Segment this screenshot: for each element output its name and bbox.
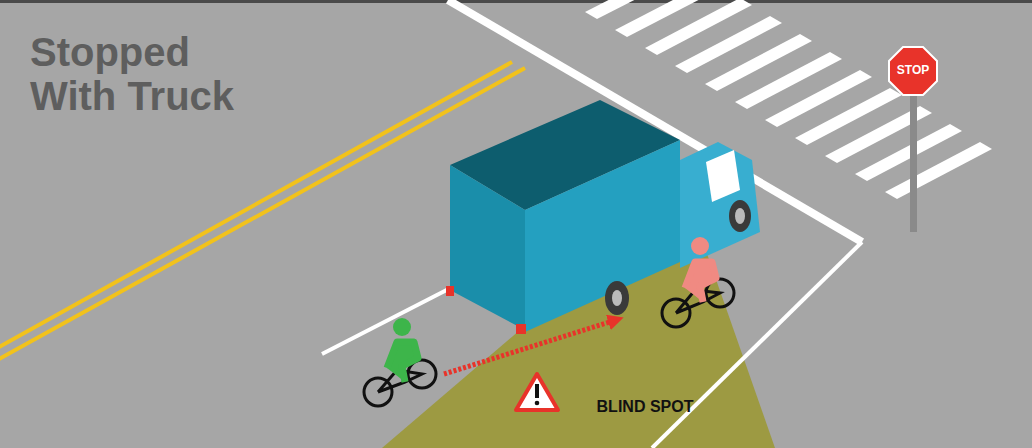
truck-side	[525, 140, 680, 332]
wheel-hub	[735, 208, 745, 224]
bike-lane-line	[652, 242, 862, 448]
truck-wheel	[605, 281, 629, 315]
rider-body	[387, 342, 418, 382]
frame-edge	[0, 0, 1032, 3]
tail-light	[446, 286, 454, 296]
truck-window	[706, 150, 740, 202]
truck-rear	[450, 165, 525, 330]
exclamation-bar	[535, 384, 539, 398]
truck-cab	[680, 142, 760, 268]
warning-symbol	[516, 374, 558, 410]
sign-pole	[910, 96, 917, 232]
tail-light	[516, 324, 526, 334]
truck-wheel	[729, 200, 751, 232]
exclamation-dot	[535, 401, 540, 406]
cyclist-in-blind-spot	[662, 237, 734, 327]
rider-head	[393, 318, 411, 336]
title-text: Stopped With Truck	[30, 30, 255, 118]
rider-body	[685, 262, 716, 302]
wheel-hub	[612, 290, 622, 306]
movement-arrow	[444, 320, 616, 374]
crosswalk-stripe	[885, 142, 992, 199]
cyclist-behind-truck	[364, 318, 436, 406]
warning-triangle	[516, 374, 558, 410]
rider-head	[691, 237, 709, 255]
box-truck	[446, 100, 760, 334]
zone-label: BLIND SPOT	[590, 398, 700, 416]
sign-text: STOP	[883, 63, 943, 77]
